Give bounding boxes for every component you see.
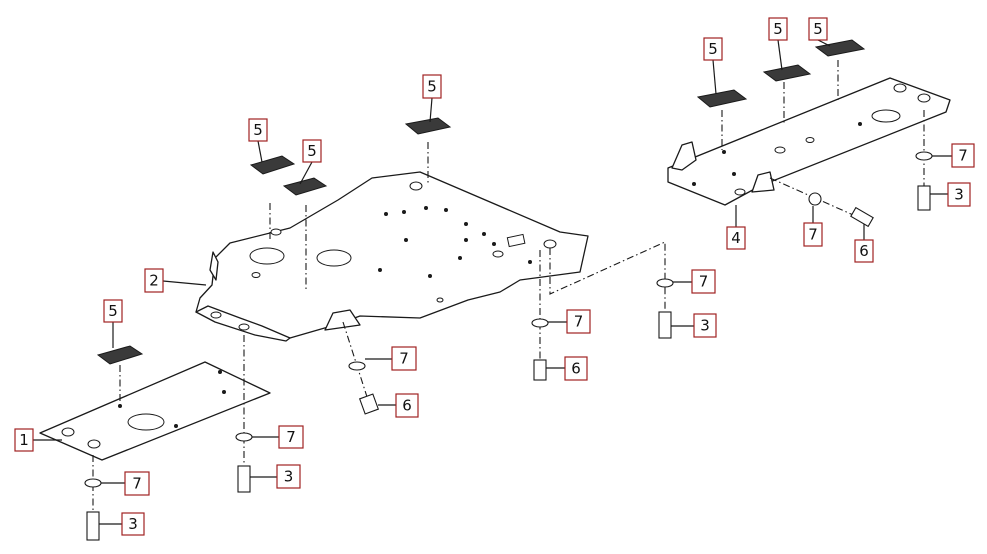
callout-label: 6 (402, 397, 412, 415)
callout-6c: 6 (854, 239, 874, 263)
callout-5e: 5 (703, 37, 723, 61)
callout-5f: 5 (768, 17, 788, 41)
callout-5d: 5 (422, 74, 442, 99)
callout-5g: 5 (808, 17, 828, 41)
callout-label: 6 (859, 242, 869, 260)
washers (84, 151, 933, 488)
callout-1: 1 (14, 428, 34, 452)
callout-label: 5 (253, 121, 263, 139)
callout-label: 5 (307, 142, 317, 160)
skid-plate-front (39, 361, 271, 461)
callout-7c: 7 (391, 346, 417, 371)
callout-label: 7 (808, 226, 818, 244)
callout-label: 5 (108, 302, 118, 320)
callout-3c: 3 (693, 313, 717, 338)
callout-3a: 3 (121, 512, 145, 536)
callout-label: 7 (958, 147, 968, 165)
callout-label: 2 (149, 272, 159, 290)
callout-5c: 5 (302, 139, 322, 163)
callout-label: 7 (132, 475, 142, 493)
callout-4: 4 (726, 226, 746, 250)
callout-label: 4 (731, 229, 741, 247)
callout-5b: 5 (248, 118, 268, 142)
skid-plate-rear (667, 77, 951, 206)
callout-3b: 3 (276, 464, 301, 489)
bolts (86, 185, 931, 541)
callout-label: 3 (954, 186, 964, 204)
skid-plate-main (195, 171, 589, 342)
rubber-pads (96, 39, 866, 365)
callout-7b: 7 (278, 425, 304, 449)
callout-label: 5 (427, 78, 437, 96)
callout-label: 3 (700, 317, 710, 335)
callout-6a: 6 (564, 356, 588, 381)
callout-label: 5 (708, 40, 718, 58)
callout-7f: 7 (951, 143, 975, 168)
callout-2: 2 (144, 268, 164, 293)
callout-7a: 7 (124, 471, 150, 496)
callout-7g: 7 (803, 222, 823, 247)
callout-label: 1 (19, 431, 29, 449)
callout-label: 7 (399, 350, 409, 368)
callout-label: 7 (286, 428, 296, 446)
callout-label: 7 (574, 313, 584, 331)
callout-label: 3 (128, 515, 138, 533)
callout-label: 7 (699, 273, 709, 291)
callout-7e: 7 (691, 269, 716, 294)
callout-label: 5 (813, 20, 823, 38)
leader-lines (32, 39, 952, 525)
callout-5a: 5 (103, 299, 123, 323)
callout-6b: 6 (395, 393, 419, 418)
callout-label: 5 (773, 20, 783, 38)
callout-7d: 7 (566, 309, 591, 334)
callout-3d: 3 (947, 182, 971, 207)
callout-label: 6 (571, 360, 581, 378)
callout-label: 3 (284, 468, 294, 486)
